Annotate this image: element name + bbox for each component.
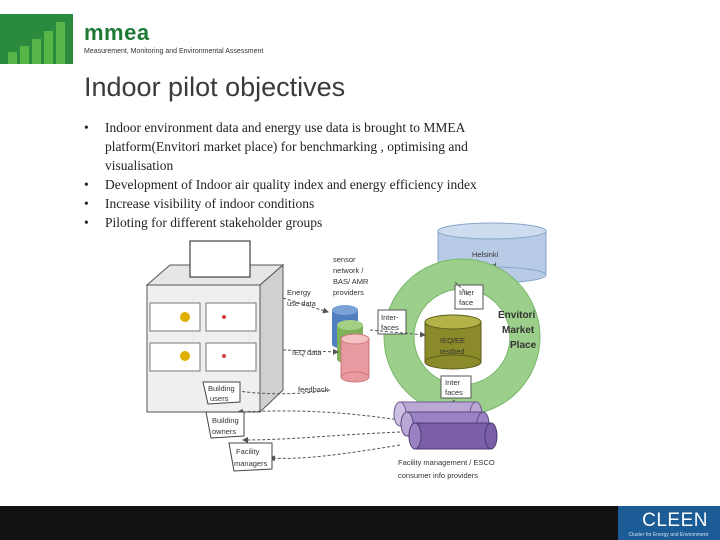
sensor-label: sensor — [333, 255, 356, 264]
slide-title: Indoor pilot objectives — [84, 72, 346, 102]
bullet-marker: • — [84, 177, 89, 192]
energy-arrow — [282, 297, 329, 314]
brand-subtitle: Measurement, Monitoring and Environmenta… — [84, 48, 264, 55]
ieq-ee-label: IEQ/EE — [440, 336, 465, 345]
bullet-marker: • — [84, 196, 89, 211]
building-illustration — [145, 240, 285, 414]
cleen-logo-text: CLEEN — [642, 510, 708, 531]
building-owners-box: Building owners — [205, 411, 245, 439]
objective-line: platform(Envitori market place) for benc… — [105, 139, 468, 154]
helsinki-label: Helsinki — [472, 250, 499, 259]
facility-managers-box: Facility managers — [228, 442, 273, 472]
envitori-label: Envitori — [498, 310, 535, 321]
footer-bar — [0, 506, 720, 540]
building-users-box: Building users — [202, 381, 241, 405]
sensor-label: providers — [333, 288, 364, 297]
interfaces-label: faces — [381, 323, 399, 332]
sensor-label: network / — [333, 266, 364, 275]
bullet-marker: • — [84, 120, 89, 135]
objective-line: Piloting for different stakeholder group… — [105, 215, 323, 230]
objective-item: • Piloting for different stakeholder gro… — [84, 213, 584, 232]
sensor-label: BAS/ AMR — [333, 277, 369, 286]
mmea-logo-graphic — [0, 14, 73, 64]
envitori-label: Market — [502, 325, 535, 336]
consumer-providers-label: consumer info providers — [398, 471, 478, 480]
building-owners-label: owners — [212, 427, 236, 436]
ieq-ee-label: testbed — [440, 347, 465, 356]
objectives-list: • Indoor environment data and energy use… — [84, 118, 584, 232]
objective-line: visualisation — [105, 158, 174, 173]
consumer-providers-label: Facility management / ESCO — [398, 458, 495, 467]
interfaces-box — [377, 309, 407, 335]
objective-line: Indoor environment data and energy use d… — [105, 120, 466, 135]
energy-use-label: Energy — [287, 288, 311, 297]
facility-managers-label: managers — [234, 459, 268, 468]
envitori-label: Place — [510, 340, 537, 351]
interfaces-label: Inter- — [381, 313, 399, 322]
objective-line: Development of Indoor air quality index … — [105, 177, 477, 192]
interfaces-label: Inter — [445, 378, 461, 387]
occupant-icon — [180, 351, 190, 361]
bullet-marker: • — [84, 215, 89, 230]
objective-item: • Development of Indoor air quality inde… — [84, 175, 584, 194]
consumer-provider-databases — [393, 401, 498, 450]
interfaces-label: faces — [445, 388, 463, 397]
interface-box — [454, 284, 484, 310]
brand-name: mmea — [84, 20, 150, 45]
ieq-arrow — [282, 348, 339, 355]
building-users-label: Building — [208, 384, 235, 393]
occupant-icon — [180, 312, 190, 322]
cleen-logo: CLEEN Cluster for Energy and Environment — [618, 506, 720, 540]
facility-managers-label: Facility — [236, 447, 260, 456]
building-owners-label: Building — [212, 416, 239, 425]
objective-item: • Indoor environment data and energy use… — [84, 118, 584, 175]
objective-item: • Increase visibility of indoor conditio… — [84, 194, 584, 213]
objective-line: Increase visibility of indoor conditions — [105, 196, 315, 211]
interfaces-box-bottom — [440, 375, 472, 399]
energy-use-label: use data — [287, 299, 317, 308]
building-users-label: users — [210, 394, 229, 403]
ieq-ee-testbed: IEQ/EE testbed — [424, 314, 482, 370]
ieq-data-label: IEQ data — [292, 348, 322, 357]
provider-databases — [332, 305, 370, 383]
cleen-logo-subtitle: Cluster for Energy and Environment — [628, 532, 708, 538]
interface-label: face — [459, 298, 473, 307]
feedback-label: feedback — [298, 385, 329, 394]
